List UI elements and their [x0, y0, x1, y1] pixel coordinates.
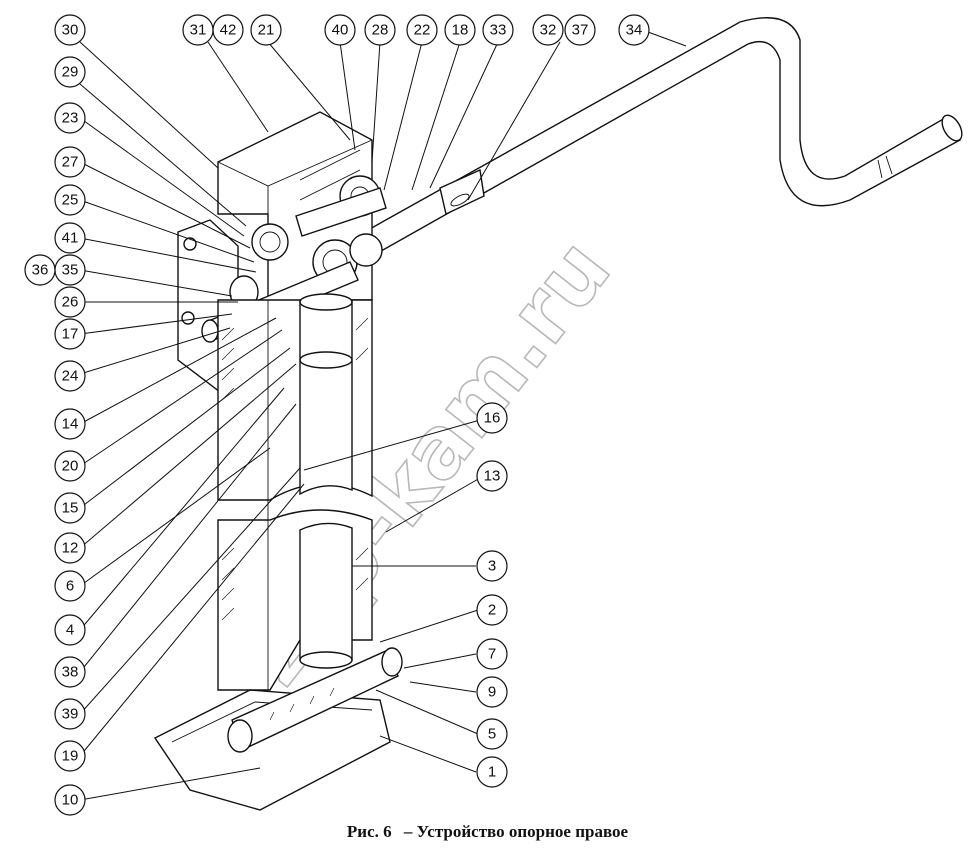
figure-label: Рис. 6 [346, 822, 392, 841]
callout-40: 40 [324, 14, 356, 46]
svg-text:40: 40 [332, 22, 349, 39]
callout-9: 9 [476, 676, 508, 708]
svg-text:31: 31 [190, 22, 207, 39]
callout-21: 21 [250, 14, 282, 46]
callout-1: 1 [476, 756, 508, 788]
svg-text:22: 22 [414, 22, 431, 39]
foot-base [153, 647, 403, 811]
callout-13: 13 [476, 460, 508, 492]
svg-text:32: 32 [540, 22, 557, 39]
callout-23: 23 [54, 102, 86, 134]
svg-text:12: 12 [62, 540, 79, 557]
svg-text:1: 1 [488, 764, 496, 781]
callout-25: 25 [54, 184, 86, 216]
svg-text:5: 5 [488, 726, 496, 743]
svg-text:23: 23 [62, 110, 79, 127]
crank-handle [299, 17, 963, 291]
callout-37: 37 [564, 14, 596, 46]
svg-text:41: 41 [62, 230, 79, 247]
callout-29: 29 [54, 56, 86, 88]
svg-text:36: 36 [32, 262, 49, 279]
callout-34: 34 [618, 14, 650, 46]
callout-7: 7 [476, 638, 508, 670]
svg-text:9: 9 [488, 684, 496, 701]
svg-text:10: 10 [62, 792, 79, 809]
svg-text:21: 21 [258, 22, 275, 39]
callout-26: 26 [54, 286, 86, 318]
figure-caption: Рис. 6 – Устройство опорное правое [0, 822, 975, 842]
callout-2: 2 [476, 594, 508, 626]
callout-6: 6 [54, 570, 86, 602]
callout-36: 36 [24, 254, 56, 286]
callout-27: 27 [54, 146, 86, 178]
svg-text:20: 20 [62, 458, 79, 475]
lift-screw [299, 293, 353, 669]
svg-text:26: 26 [62, 294, 79, 311]
svg-text:35: 35 [62, 262, 79, 279]
callout-39: 39 [54, 698, 86, 730]
callout-18: 18 [444, 14, 476, 46]
callout-17: 17 [54, 318, 86, 350]
svg-text:2: 2 [488, 602, 496, 619]
figure-title: – Устройство опорное правое [403, 822, 629, 841]
svg-text:24: 24 [62, 368, 79, 385]
callout-22: 22 [406, 14, 438, 46]
callout-5: 5 [476, 718, 508, 750]
svg-text:27: 27 [62, 154, 79, 171]
callout-41: 41 [54, 222, 86, 254]
callout-12: 12 [54, 532, 86, 564]
svg-text:13: 13 [484, 468, 501, 485]
callout-24: 24 [54, 360, 86, 392]
callout-31: 31 [182, 14, 214, 46]
callout-33: 33 [482, 14, 514, 46]
svg-text:33: 33 [490, 22, 507, 39]
svg-text:3: 3 [488, 558, 496, 575]
callout-42: 42 [212, 14, 244, 46]
leader-lines [79, 31, 687, 801]
svg-text:37: 37 [572, 22, 589, 39]
svg-text:14: 14 [62, 416, 79, 433]
svg-text:19: 19 [62, 748, 79, 765]
callout-16: 16 [476, 402, 508, 434]
svg-text:30: 30 [62, 22, 79, 39]
callout-19: 19 [54, 740, 86, 772]
callout-20: 20 [54, 450, 86, 482]
callout-4: 4 [54, 614, 86, 646]
svg-text:16: 16 [484, 410, 501, 427]
svg-text:6: 6 [66, 578, 74, 595]
callout-32: 32 [532, 14, 564, 46]
svg-text:18: 18 [452, 22, 469, 39]
callout-3: 3 [476, 550, 508, 582]
callout-38: 38 [54, 656, 86, 688]
svg-text:42: 42 [220, 22, 237, 39]
callout-30: 30 [54, 14, 86, 46]
svg-text:25: 25 [62, 192, 79, 209]
svg-text:39: 39 [62, 706, 79, 723]
svg-text:28: 28 [372, 22, 389, 39]
svg-text:38: 38 [62, 664, 79, 681]
callout-15: 15 [54, 492, 86, 524]
svg-text:15: 15 [62, 500, 79, 517]
svg-text:4: 4 [66, 622, 74, 639]
svg-text:34: 34 [626, 22, 643, 39]
callout-10: 10 [54, 784, 86, 816]
callout-14: 14 [54, 408, 86, 440]
svg-text:17: 17 [62, 326, 79, 343]
svg-text:29: 29 [62, 64, 79, 81]
svg-text:7: 7 [488, 646, 496, 663]
callout-35: 35 [54, 254, 86, 286]
callout-28: 28 [364, 14, 396, 46]
